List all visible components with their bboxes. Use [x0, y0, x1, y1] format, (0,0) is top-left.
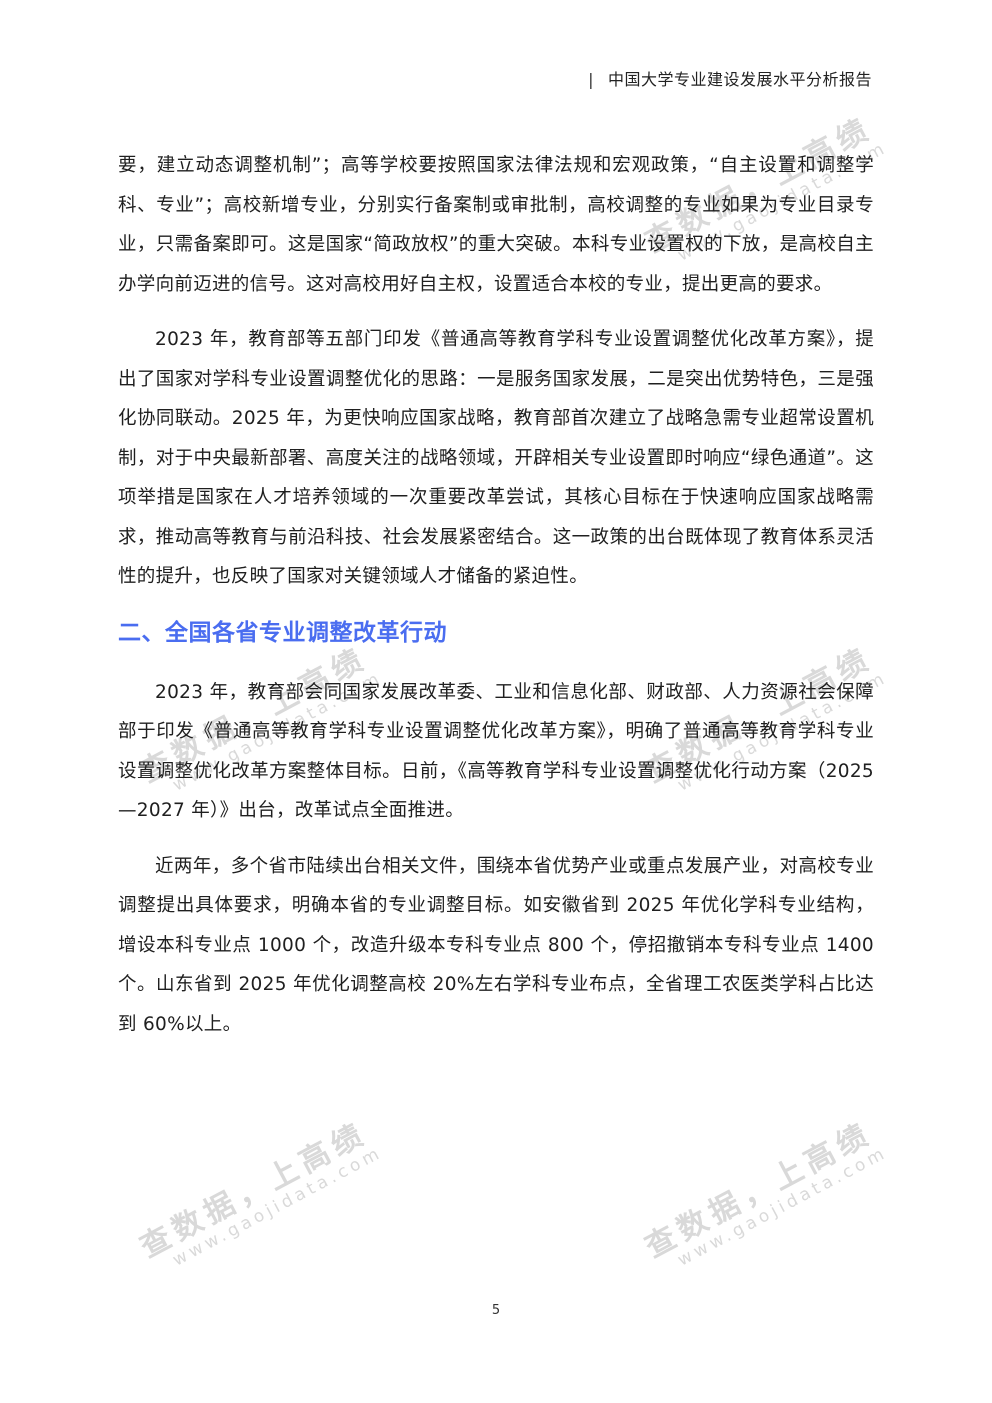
page-number: 5 — [491, 1303, 501, 1318]
body-paragraph: 要，建立动态调整机制”；高等学校要按照国家法律法规和宏观政策，“自主设置和调整学… — [118, 155, 874, 295]
page-header: | 中国大学专业建设发展水平分析报告 — [588, 66, 872, 90]
page-body: 要，建立动态调整机制”；高等学校要按照国家法律法规和宏观政策，“自主设置和调整学… — [118, 146, 874, 1060]
section-heading: 二、全国各省专业调整改革行动 — [118, 619, 447, 646]
watermark-url: www.gaojidata.com — [169, 1142, 386, 1271]
body-paragraph: 2023 年，教育部等五部门印发《普通高等教育学科专业设置调整优化改革方案》，提… — [118, 329, 874, 587]
watermark-text: 查数据，上高绩 — [639, 1115, 879, 1266]
watermark: 查数据，上高绩 www.gaojidata.com — [640, 1115, 891, 1281]
report-title: 中国大学专业建设发展水平分析报告 — [607, 70, 872, 89]
watermark: 查数据，上高绩 www.gaojidata.com — [135, 1115, 386, 1281]
watermark-text: 查数据，上高绩 — [134, 1115, 374, 1266]
body-paragraph: 2023 年，教育部会同国家发展改革委、工业和信息化部、财政部、人力资源社会保障… — [118, 681, 874, 822]
body-paragraph: 近两年，多个省市陆续出台相关文件，围绕本省优势产业或重点发展产业，对高校专业调整… — [118, 855, 874, 1035]
watermark-url: www.gaojidata.com — [674, 1142, 891, 1271]
header-separator: | — [588, 70, 594, 89]
